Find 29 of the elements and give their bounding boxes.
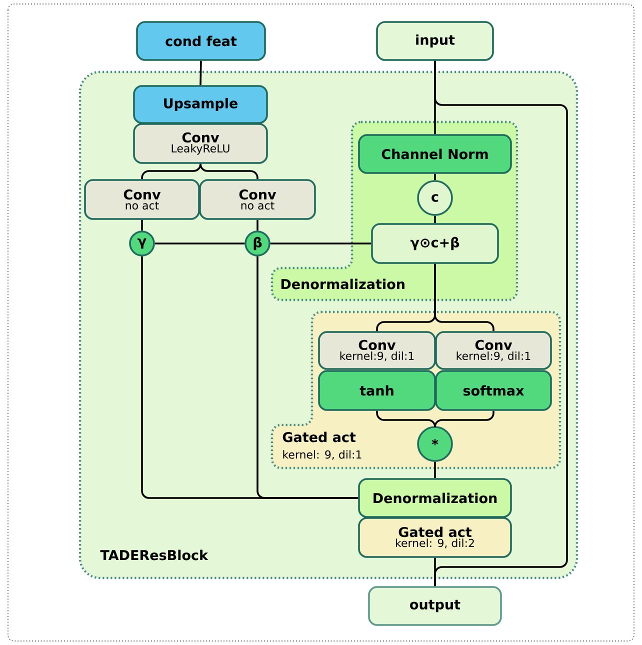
connector-line [434, 60, 568, 586]
connector-line [434, 216, 436, 224]
process-box: Channel Norm [358, 134, 512, 174]
process-box: input [376, 21, 494, 61]
connector-line [141, 220, 143, 231]
process-box: Conv kernel:9, dil:1 [318, 331, 436, 370]
connector-line [256, 220, 258, 231]
process-box: Denormalization [358, 478, 512, 518]
process-box: softmax [435, 370, 552, 411]
connector-line [270, 242, 372, 244]
connector-line [256, 256, 358, 499]
connector-line [434, 174, 436, 180]
region-label: TADEResBlock [100, 550, 208, 560]
process-box: output [368, 586, 502, 626]
process-box: Conv no act [199, 179, 316, 220]
region-label: kernel: 9, dil:1 [283, 450, 362, 460]
process-box: γ⊙c+β [371, 223, 499, 264]
process-box: Conv no act [84, 179, 200, 220]
connector-line [200, 60, 202, 86]
process-box: Upsample [133, 85, 268, 124]
process-box: Gated act kernel: 9, dil:2 [358, 517, 512, 558]
process-box: Conv kernel:9, dil:1 [435, 331, 552, 370]
process-box: Conv LeakyReLU [133, 123, 268, 164]
connector-line [154, 242, 245, 244]
region-label: Denormalization [281, 278, 404, 290]
process-box: cond feat [136, 21, 266, 61]
connector-line [434, 462, 436, 478]
process-box: tanh [318, 370, 436, 411]
region-label: Gated act [282, 432, 356, 442]
